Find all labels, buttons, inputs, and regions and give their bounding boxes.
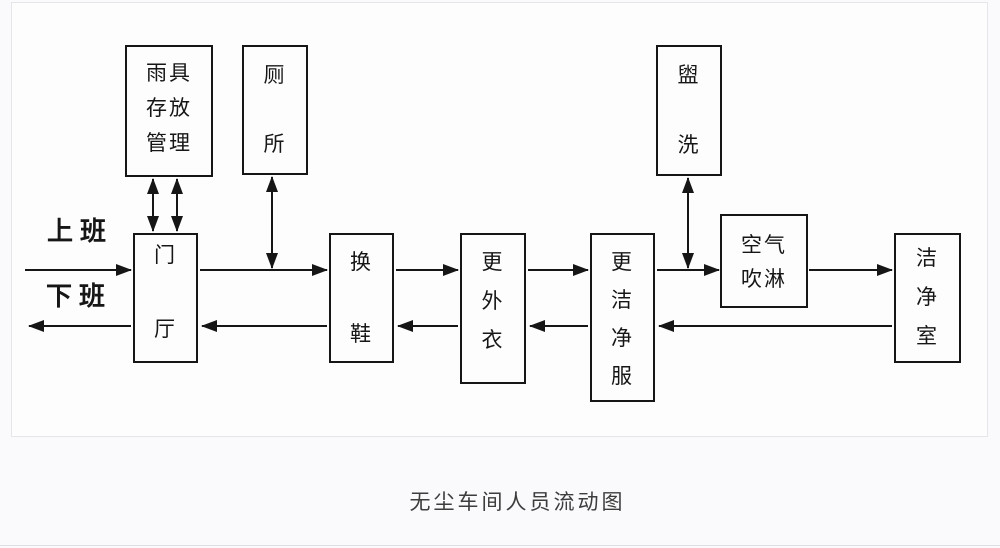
box-label-line: 吹淋 (741, 268, 787, 291)
box-label-line: 厕 (263, 64, 287, 87)
box-label-line: 洁 (916, 247, 939, 270)
box-label-line: 更 (481, 251, 505, 274)
box-label-line: 所 (263, 133, 287, 156)
box-label-line: 室 (916, 325, 939, 348)
box-label-line: 管理 (146, 132, 192, 155)
box-change-clean-garments: 更 洁 净 服 (590, 233, 655, 402)
box-label-line: 存放 (146, 97, 192, 120)
box-change-shoes: 换 鞋 (329, 233, 394, 363)
box-label-line: 洁 (611, 289, 634, 312)
box-label-line: 换 (350, 251, 373, 274)
box-toilet: 厕 所 (242, 45, 308, 175)
box-label-line: 更 (611, 251, 634, 274)
bottom-divider (0, 545, 1000, 546)
box-rain-gear-storage: 雨具 存放 管理 (125, 45, 213, 177)
box-label-line: 空气 (741, 234, 787, 257)
box-label-line: 洗 (677, 134, 701, 157)
box-clean-room: 洁 净 室 (894, 233, 961, 363)
box-label-line: 鞋 (350, 323, 373, 346)
box-air-shower: 空气 吹淋 (720, 214, 808, 308)
box-label-line: 门 (154, 244, 177, 267)
box-label-line: 雨具 (146, 62, 192, 85)
box-label-line: 净 (916, 286, 939, 309)
box-label-line: 衣 (481, 329, 505, 352)
box-label-line: 外 (481, 290, 505, 313)
box-label-line: 净 (611, 327, 634, 350)
label-inbound: 上班 (47, 216, 114, 246)
box-change-outer-clothes: 更 外 衣 (460, 233, 526, 384)
box-label-line: 厅 (154, 318, 177, 341)
diagram-caption: 无尘车间人员流动图 (409, 491, 626, 514)
box-label-line: 服 (611, 365, 634, 388)
label-outbound: 下班 (46, 281, 113, 311)
box-label-line: 盥 (677, 64, 701, 87)
box-washing: 盥 洗 (656, 45, 722, 176)
box-entrance-hall: 门 厅 (133, 233, 198, 363)
